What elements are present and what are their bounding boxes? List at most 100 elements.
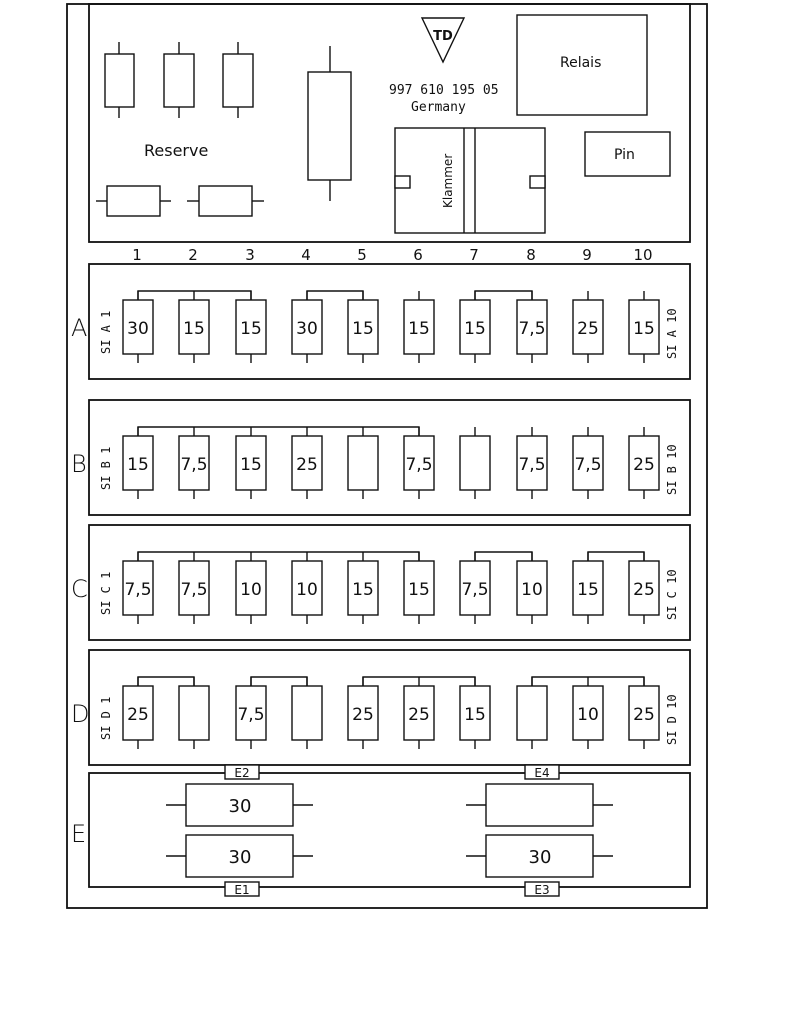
row-letter: C xyxy=(71,575,88,603)
fuse-value: 15 xyxy=(464,319,486,339)
fuse-value: 15 xyxy=(183,319,205,339)
row-left-label: SI D 1 xyxy=(99,697,113,740)
row-letter: A xyxy=(71,314,87,342)
fuse-e1-value: 30 xyxy=(229,847,252,868)
row-panel xyxy=(88,524,691,641)
fuse-value: 7,5 xyxy=(461,580,488,600)
fuse-value: 25 xyxy=(633,705,655,725)
fuse-value: 25 xyxy=(633,455,655,475)
column-number: 2 xyxy=(188,246,198,264)
fuse-slot xyxy=(459,299,491,355)
row-e-letter: E xyxy=(71,820,86,848)
row-panel xyxy=(88,649,691,766)
klammer-label: Klammer xyxy=(441,154,455,208)
fuse-value: 10 xyxy=(577,705,599,725)
pin-label: Pin xyxy=(614,147,635,163)
fuse-value: 7,5 xyxy=(237,705,264,725)
fuse-slot xyxy=(347,560,379,616)
fuse-value: 7,5 xyxy=(124,580,151,600)
fuse-value: 15 xyxy=(408,580,430,600)
pin-box xyxy=(584,131,671,177)
fuse-slot xyxy=(235,299,267,355)
fuse-bridge xyxy=(587,551,645,561)
tag-e1: E1 xyxy=(234,883,249,897)
column-number: 1 xyxy=(132,246,142,264)
fuse-slot xyxy=(178,435,210,491)
column-number: 3 xyxy=(245,246,255,264)
svg-text:TD: TD xyxy=(433,29,453,44)
fuse-e3-value: 30 xyxy=(529,847,552,868)
row-panel xyxy=(88,263,691,380)
fuse-slot xyxy=(122,435,154,491)
fuse-slot xyxy=(516,560,548,616)
fuse-value: 15 xyxy=(408,319,430,339)
fuse-slot xyxy=(628,685,660,741)
fuse-e2-value: 30 xyxy=(229,796,252,817)
fuse-value: 10 xyxy=(240,580,262,600)
fuse-slot xyxy=(516,435,548,491)
row-right-label: SI B 10 xyxy=(665,444,679,495)
fuse-value: 25 xyxy=(127,705,149,725)
fuse-bridge xyxy=(137,551,420,561)
fuse-slot xyxy=(459,560,491,616)
fuse-slot xyxy=(403,560,435,616)
fuse-value: 10 xyxy=(296,580,318,600)
fuse-slot xyxy=(459,685,491,741)
country-label: Germany xyxy=(411,100,466,115)
fuse-value: 25 xyxy=(633,580,655,600)
fuse-slot xyxy=(122,560,154,616)
fuse-bridge xyxy=(250,676,308,686)
fuse-value: 15 xyxy=(464,705,486,725)
relais-box xyxy=(516,14,648,116)
fuse-slot xyxy=(347,435,379,491)
row-right-label: SI D 10 xyxy=(665,694,679,745)
fuse-bridge xyxy=(474,551,533,561)
row-panel xyxy=(88,399,691,516)
fuse-value: 7,5 xyxy=(518,319,545,339)
row-letter: B xyxy=(71,450,87,478)
fuse-value: 7,5 xyxy=(405,455,432,475)
fuse-bridge xyxy=(137,676,195,686)
fuse-slot xyxy=(178,299,210,355)
fuse-value: 15 xyxy=(352,319,374,339)
fuse-slot xyxy=(178,685,210,741)
fuse-slot xyxy=(572,435,604,491)
reserve-fuses xyxy=(96,42,352,217)
fuse-value: 15 xyxy=(352,580,374,600)
fuse-value: 25 xyxy=(408,705,430,725)
reserve-label: Reserve xyxy=(144,141,208,160)
row-right-label: SI C 10 xyxy=(665,569,679,620)
row-letter: D xyxy=(71,700,89,728)
fuse-value: 7,5 xyxy=(180,455,207,475)
fuse-slot xyxy=(347,685,379,741)
column-number: 8 xyxy=(526,246,536,264)
fuse-value: 15 xyxy=(577,580,599,600)
fuse-slot xyxy=(291,560,323,616)
column-number: 5 xyxy=(357,246,367,264)
klammer-block xyxy=(394,127,546,234)
fuse-slot xyxy=(178,560,210,616)
row-left-label: SI A 1 xyxy=(99,311,113,354)
fuse-slot xyxy=(403,299,435,355)
fuse-value: 15 xyxy=(127,455,149,475)
fuse-slot xyxy=(291,685,323,741)
fuse-bridge xyxy=(306,290,364,300)
row-e-panel xyxy=(88,764,691,897)
column-number: 4 xyxy=(301,246,311,264)
column-number: 7 xyxy=(469,246,479,264)
tag-e3: E3 xyxy=(534,883,549,897)
tag-e4: E4 xyxy=(534,766,549,780)
manufacturer-logo: TD xyxy=(420,17,466,64)
fuse-slot xyxy=(459,435,491,491)
fuse-value: 25 xyxy=(296,455,318,475)
fuse-value: 7,5 xyxy=(574,455,601,475)
tag-e2: E2 xyxy=(234,766,249,780)
fuse-slot xyxy=(403,685,435,741)
row-left-label: SI C 1 xyxy=(99,572,113,615)
part-number: 997 610 195 05 xyxy=(389,83,499,98)
fuse-value: 15 xyxy=(240,455,262,475)
